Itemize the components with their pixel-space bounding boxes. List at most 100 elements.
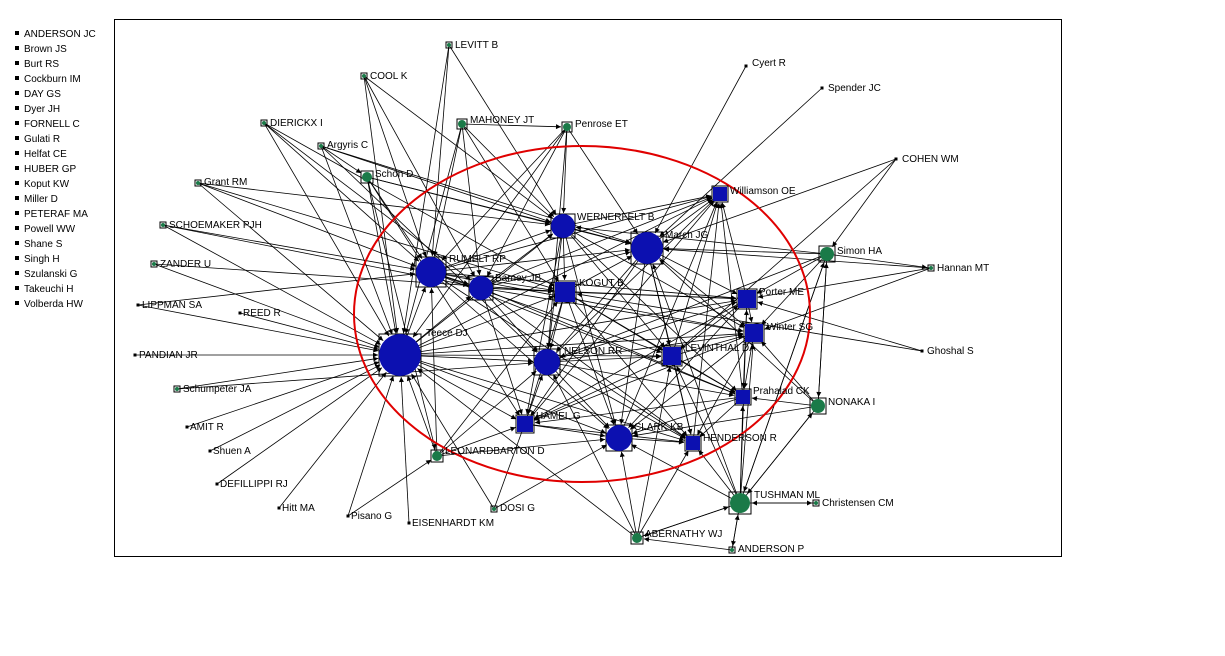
arrowhead-icon [757,301,764,306]
network-node[interactable]: Penrose ET [561,119,628,133]
network-node[interactable]: TUSHMAN ML [728,490,821,515]
node-disc [362,74,366,78]
node-box [360,72,368,80]
arrowhead-icon [625,250,631,256]
network-node[interactable]: Grant RM [194,177,247,188]
network-node[interactable]: Winter SG [743,322,813,344]
node-label: LEONARDBARTON D [445,446,545,457]
core-cluster-highlight [353,145,811,483]
network-node[interactable]: March JG [630,230,709,265]
network-node[interactable]: Pisano G [346,511,393,522]
isolate-label: Szulanski G [24,269,78,280]
arrowhead-icon [553,276,559,282]
node-label: PANDIAN JR [139,350,198,361]
network-node[interactable]: WERNERFELT B [550,212,655,239]
citation-edge [546,361,610,429]
node-disc [196,181,200,185]
network-node[interactable]: ABERNATHY WJ [630,529,722,545]
network-node[interactable]: Shuen A [208,446,252,457]
citation-edge [555,247,648,352]
network-node[interactable]: DIERICKX I [260,118,323,129]
node-box [194,179,202,187]
node-box [728,546,736,554]
network-node[interactable]: SCHOEMAKER PJH [159,220,262,231]
citation-edge [320,145,393,335]
network-node[interactable]: Schumpeter JA [173,384,252,395]
network-node[interactable]: Ghoshal S [920,346,975,357]
node-label: Barney JB [495,273,541,284]
node-marker-icon [15,286,19,291]
network-node[interactable]: Schon D [360,169,413,184]
node-marker-icon [820,86,824,90]
network-node[interactable]: LIPPMAN SA [136,300,203,311]
network-node[interactable]: KOGUT B [553,278,624,304]
arrowhead-icon [534,419,541,425]
citation-edge [643,538,733,551]
citation-edge [363,75,553,219]
node-disc [161,223,165,227]
citation-edge [436,370,537,457]
arrowhead-icon [575,225,582,231]
network-node[interactable]: HAMEL G [515,411,581,434]
network-node[interactable]: NELSON RR [533,346,622,376]
network-node[interactable]: COOL K [360,71,408,82]
network-node[interactable]: Spender JC [820,83,881,94]
citation-edge [562,195,712,227]
network-node[interactable]: AMIT R [185,422,224,433]
network-node[interactable]: LEVINTHAL DA [661,343,756,367]
network-node[interactable]: Porter ME [736,287,804,310]
node-marker-icon [215,482,219,486]
node-label: Argyris C [327,140,368,151]
arrowhead-icon [761,319,767,325]
network-node[interactable]: REED R [238,308,281,319]
arrowhead-icon [750,343,756,350]
arrowhead-icon [549,342,555,349]
network-node[interactable]: CLARK KB [605,422,684,452]
citation-edge [461,123,562,128]
network-node[interactable]: COHEN WM [894,154,959,165]
network-node[interactable]: ANDERSON P [728,544,804,555]
node-box [743,322,765,344]
citation-edge [654,65,747,234]
network-node[interactable]: Simon HA [818,245,882,263]
network-node[interactable]: PANDIAN JR [133,350,198,361]
network-node[interactable]: DOSI G [490,503,535,514]
network-node[interactable]: LEVITT B [445,40,498,51]
isolate-item: Volberda HW [15,297,96,312]
citation-edge [632,396,744,434]
network-node[interactable]: DEFILLIPPI RJ [215,479,288,490]
citation-edge [430,271,554,291]
node-marker-icon [15,166,19,171]
node-box [159,221,167,229]
node-box [445,41,453,49]
arrowhead-icon [373,352,378,358]
node-label: SCHOEMAKER PJH [169,220,262,231]
network-node[interactable]: Hannan MT [927,263,989,274]
network-node[interactable]: Cyert R [744,58,786,69]
network-node[interactable]: Prahalad CK [734,386,810,406]
citation-edge [659,87,823,237]
node-label: ABERNATHY WJ [645,529,722,540]
network-node[interactable]: Christensen CM [812,498,894,509]
node-label: DOSI G [500,503,535,514]
isolate-item: Takeuchi H [15,282,96,297]
citation-edge [480,287,538,352]
network-node[interactable]: Argyris C [317,140,368,151]
node-box [684,434,702,452]
citation-edge [739,343,754,504]
node-disc [606,425,632,451]
arrowhead-icon [409,271,416,277]
network-node[interactable]: NONAKA I [809,397,875,415]
network-node[interactable]: Williamson OE [711,185,796,203]
network-node[interactable]: RUMELT RP [415,254,506,288]
network-node[interactable]: EISENHARDT KM [407,518,495,529]
network-node[interactable]: Hitt MA [277,503,316,514]
node-disc [534,349,560,375]
network-node[interactable]: MAHONEY JT [456,115,534,130]
network-node[interactable]: Barney JB [468,273,541,301]
network-node[interactable]: HENDERSON R [684,433,777,452]
network-node[interactable]: LEONARDBARTON D [430,446,545,463]
network-node[interactable]: ZANDER U [150,259,211,270]
node-label: LIPPMAN SA [142,300,202,311]
network-node[interactable]: Teece DJ [378,328,468,377]
